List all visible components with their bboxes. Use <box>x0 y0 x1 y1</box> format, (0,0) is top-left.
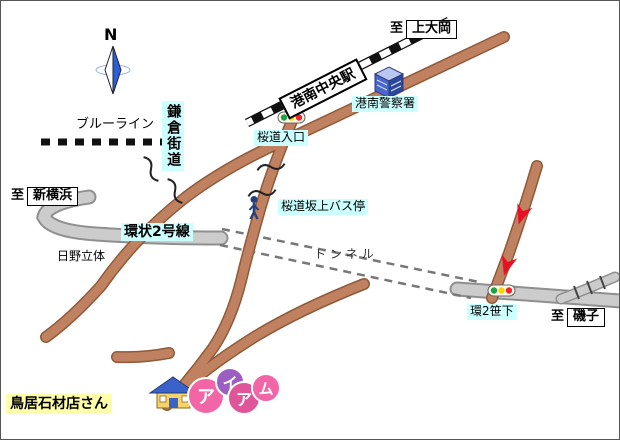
destination-shin-yokohama-prefix: 至 <box>11 188 25 203</box>
blue-line-label: ブルーライン <box>76 117 155 132</box>
route-arrow-icon <box>517 202 533 225</box>
shop-building-icon <box>148 376 198 409</box>
destination-isogo: 至 磯子 <box>551 308 606 327</box>
aiamu-logo: ア イ ア ム <box>187 367 285 419</box>
railway-crossing-icon <box>573 275 606 300</box>
police-station-icon <box>373 66 405 99</box>
pedestrian-icon <box>248 196 260 220</box>
destination-kamiooka-prefix: 至 <box>390 21 404 36</box>
road-break-marks <box>143 156 286 204</box>
destination-shin-yokohama: 至 新横浜 <box>11 187 79 206</box>
route-arrow-icon <box>501 254 518 276</box>
destination-isogo-name: 磯子 <box>567 308 606 327</box>
destination-kamiooka-name: 上大岡 <box>406 20 458 39</box>
loop2-label: 環状2号線 <box>121 223 193 242</box>
traffic-light-icon <box>487 284 516 297</box>
police-station-label: 港南警察署 <box>352 96 419 112</box>
tunnel-dashes <box>219 227 480 300</box>
destination-kamiooka: 至 上大岡 <box>390 20 458 39</box>
shop-label: 鳥居石材店さん <box>6 394 112 415</box>
kamakura-kaido-label: 鎌倉街道 <box>162 101 185 171</box>
hino-interchange-label: 日野立体 <box>57 249 106 263</box>
compass-needle-icon <box>95 45 131 95</box>
compass-north-label: N <box>104 25 118 44</box>
road-loop2-east <box>449 281 619 309</box>
kan2-sasage-label: 環2笹下 <box>467 304 517 320</box>
tunnel-label: トンネル <box>314 247 378 261</box>
destination-isogo-prefix: 至 <box>551 309 565 324</box>
destination-shin-yokohama-name: 新横浜 <box>27 187 79 206</box>
bus-stop-label: 桜道坂上バス停 <box>278 199 369 215</box>
road-isogo-branch <box>555 271 619 305</box>
logo-circle: ム <box>251 373 281 403</box>
sakuramichi-entrance-label: 桜道入口 <box>254 130 309 146</box>
